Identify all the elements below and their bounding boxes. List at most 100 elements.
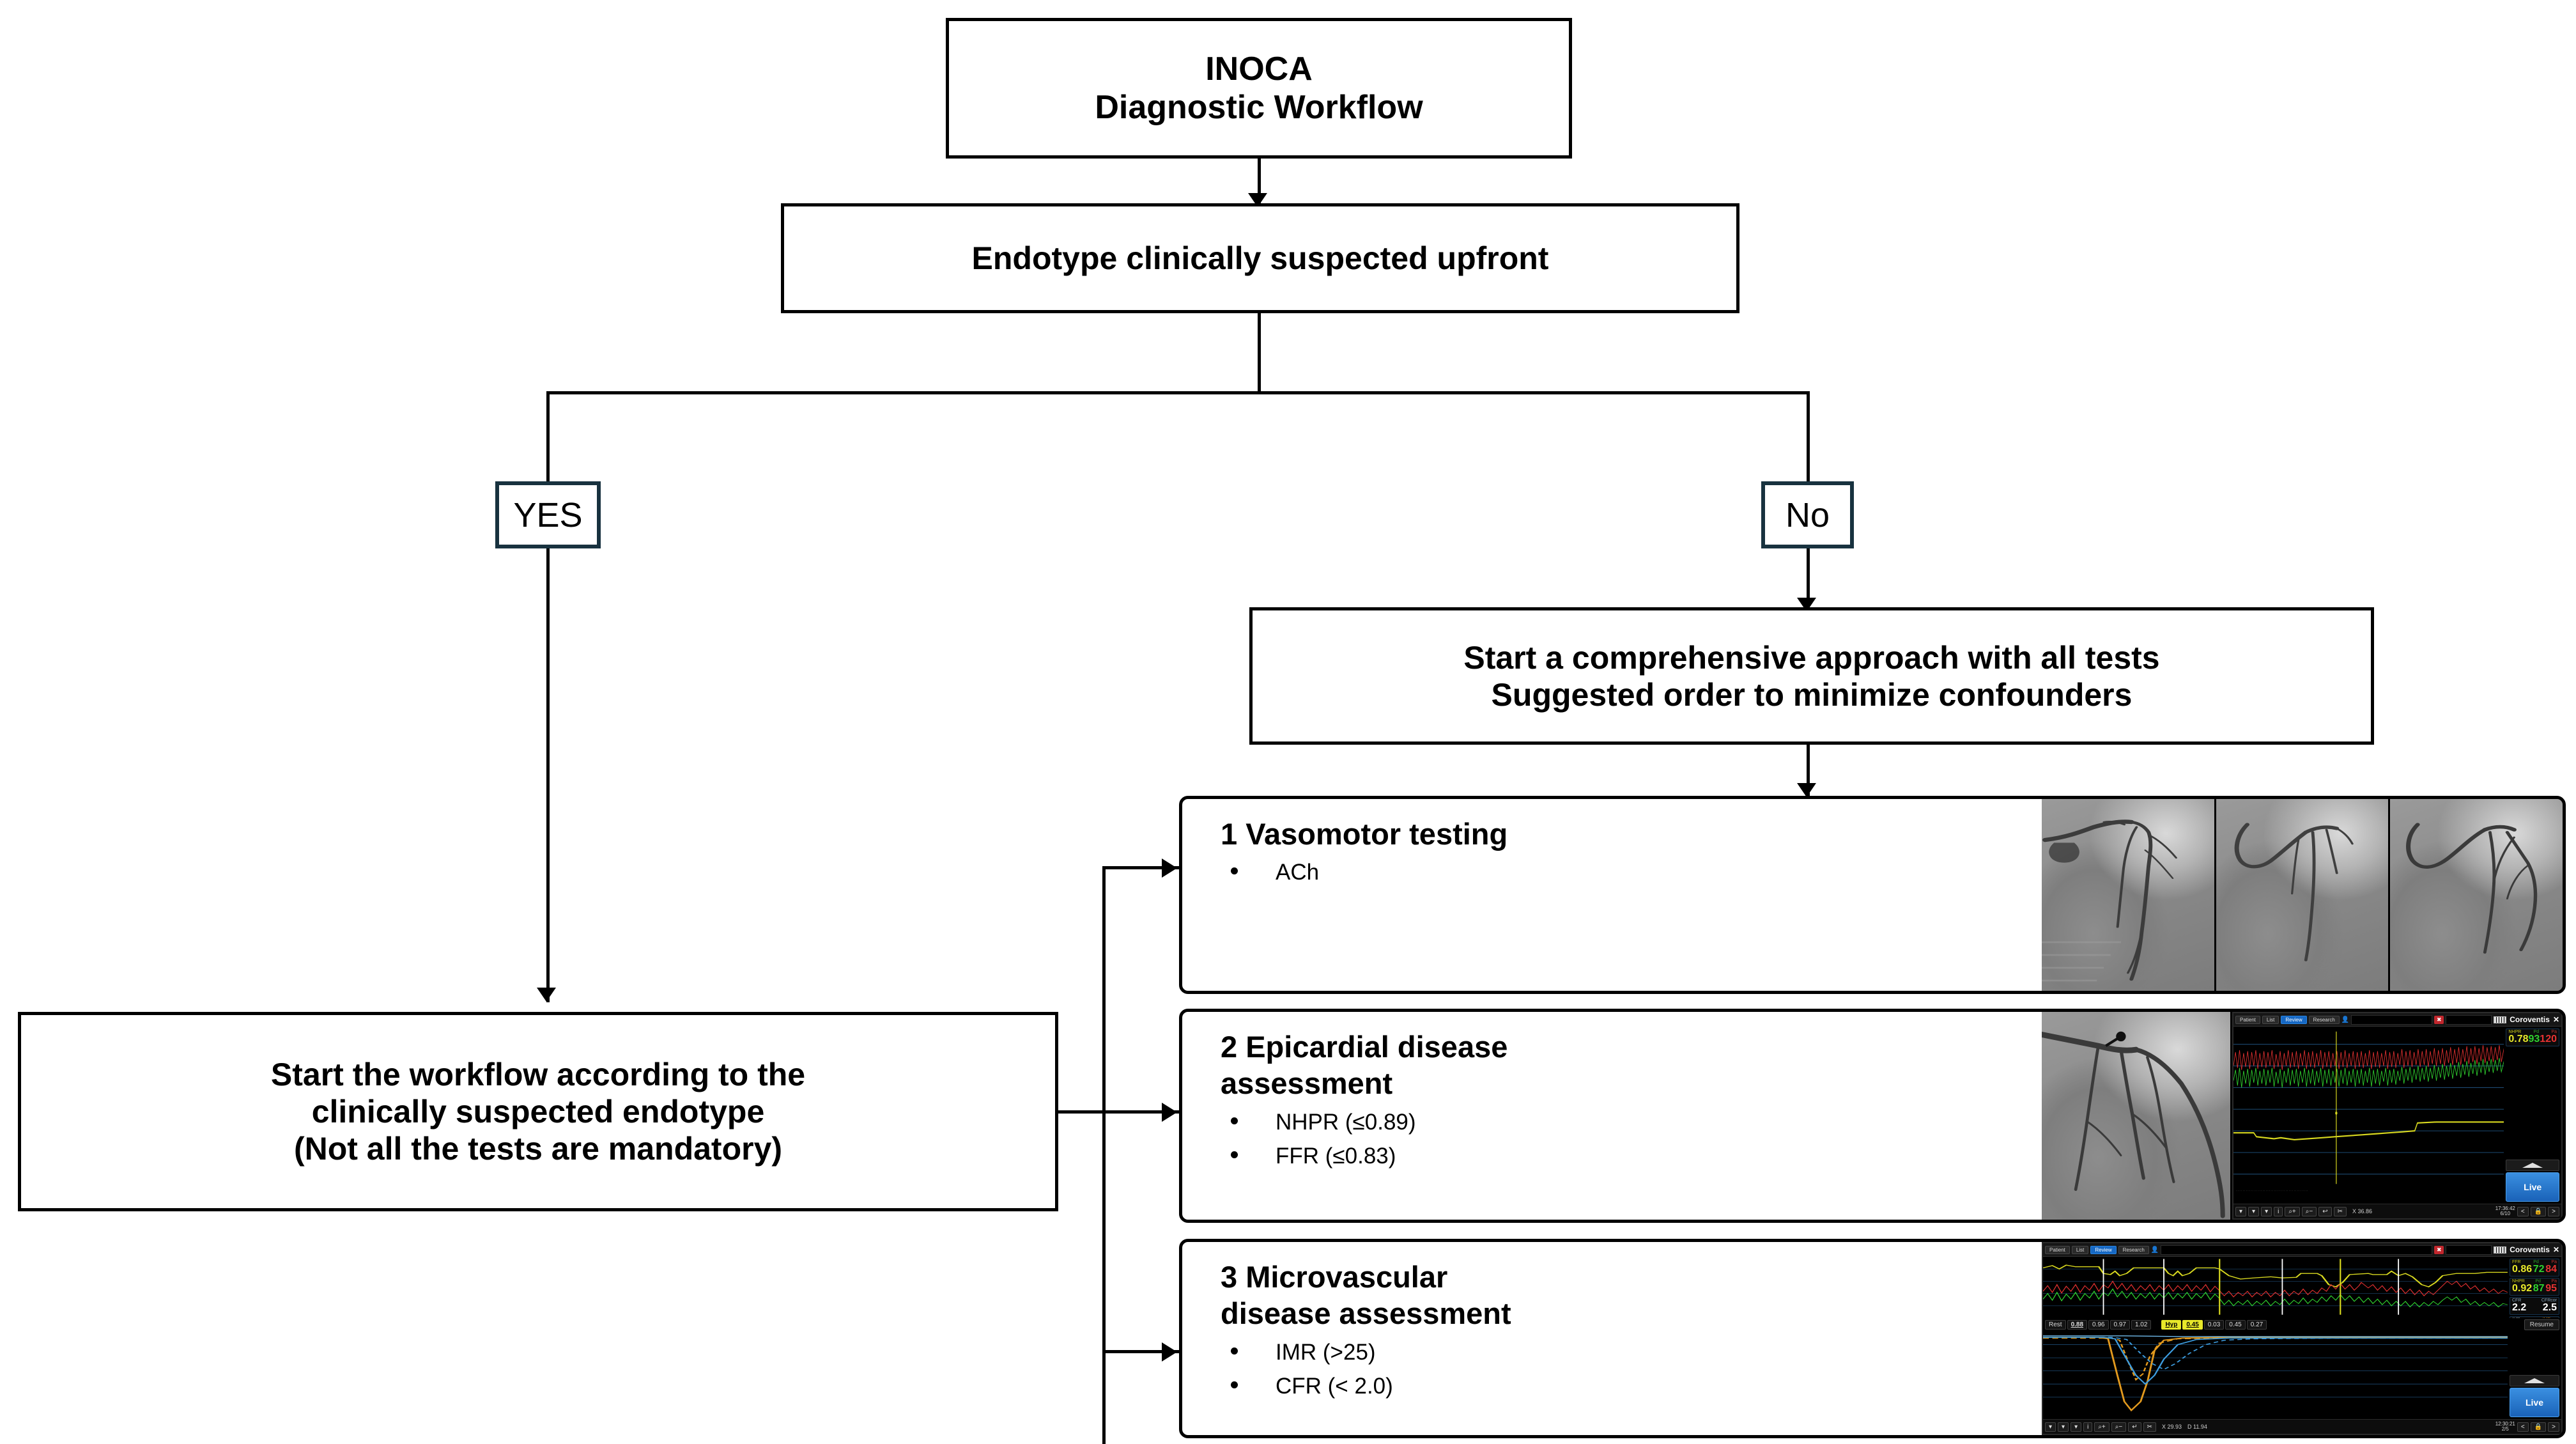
monitor-2-dropdown-1[interactable]: ▾ (2235, 1206, 2247, 1216)
angiogram-panel-1 (2042, 799, 2216, 991)
info-icon[interactable]: i (2083, 1422, 2093, 1432)
stop-recording-icon[interactable]: ✖ (2434, 1015, 2444, 1024)
monitor-2-tab-review[interactable]: Review (2281, 1015, 2307, 1024)
monitor-3-thermodilution-curves (2043, 1331, 2508, 1419)
coroventis-monitor-step2[interactable]: Patient List Review Research 👤 ✖ Coroven… (2232, 1012, 2563, 1220)
readout-value-cfr: 2.2 (2512, 1302, 2527, 1313)
monitor-2-name-field[interactable] (2351, 1014, 2433, 1025)
hyp-value-4[interactable]: 0.27 (2246, 1320, 2267, 1330)
monitor-3-readout-nhpr: NHPR Pd Pa 0.92 87 95 (2510, 1278, 2559, 1296)
battery-icon (2494, 1016, 2507, 1023)
decision-no-label: No (1785, 495, 1830, 534)
readout-value-pa: 120 (2540, 1034, 2557, 1044)
stop-recording-icon[interactable]: ✖ (2434, 1245, 2444, 1254)
connector-trunk-to-step1 (1102, 866, 1179, 869)
monitor-3-transit-time-row: Rest 0.88 0.96 0.97 1.02 Hyp 0.45 0.03 0… (2043, 1318, 2561, 1331)
title-box: INOCA Diagnostic Workflow (946, 18, 1572, 159)
coroventis-monitor-step3[interactable]: Patient List Review Research 👤 ✖ Coroven… (2042, 1242, 2563, 1435)
monitor-2-dropdown-3[interactable]: ▾ (2261, 1206, 2272, 1216)
battery-icon (2494, 1246, 2507, 1254)
prev-icon[interactable]: < (2517, 1422, 2529, 1432)
monitor-2-readout-nhpr: NHPR Pd Pa 0.78 93 120 (2506, 1029, 2559, 1046)
readout-value-pa: 84 (2545, 1264, 2557, 1275)
monitor-3-scale: X 29.93 (2162, 1424, 2182, 1430)
monitor-2-brand: Coroventis ✕ (2494, 1015, 2559, 1024)
hyp-value-1[interactable]: 0.45 (2182, 1320, 2203, 1330)
undo-icon[interactable]: ↵ (2128, 1422, 2141, 1432)
monitor-2-tab-patient[interactable]: Patient (2235, 1015, 2260, 1024)
zoom-out-icon[interactable]: ⌕− (2301, 1206, 2317, 1216)
next-icon[interactable]: > (2548, 1422, 2559, 1432)
monitor-2-footer: ▾ ▾ ▾ i ⌕+ ⌕− ↩ ✂ X 36.86 17:36:42 6/10 … (2233, 1204, 2561, 1218)
rest-value-1[interactable]: 0.88 (2067, 1320, 2088, 1330)
rest-value-3[interactable]: 0.97 (2109, 1320, 2130, 1330)
monitor-3-dropdown-2[interactable]: ▾ (2058, 1422, 2069, 1432)
angiogram-panel-3 (2390, 799, 2563, 991)
cut-icon[interactable]: ✂ (2143, 1422, 2157, 1432)
decision-yes[interactable]: YES (495, 481, 601, 548)
undo-icon[interactable]: ↩ (2318, 1206, 2332, 1216)
close-icon[interactable]: ✕ (2552, 1245, 2559, 1254)
arrow-yes-to-endotype (537, 988, 556, 1002)
zoom-out-icon[interactable]: ⌕− (2111, 1422, 2127, 1432)
monitor-2-dropdown-2[interactable]: ▾ (2248, 1206, 2260, 1216)
readout-value-nhpr: 0.92 (2512, 1283, 2533, 1294)
readout-label-nhpr: NHPR (2512, 1279, 2525, 1284)
monitor-2-tab-list[interactable]: List (2262, 1015, 2279, 1024)
monitor-3-dropdown-1[interactable]: ▾ (2045, 1422, 2056, 1432)
step-1-vasomotor-testing: 1 Vasomotor testing ACh (1179, 796, 2566, 994)
readout-value-ffr: 0.86 (2512, 1264, 2533, 1275)
monitor-3-tab-patient[interactable]: Patient (2045, 1245, 2070, 1254)
readout-label-cfrcor: CFRcor (2541, 1298, 2557, 1303)
connector-trunk-to-step3-lower (1102, 1350, 1179, 1353)
zoom-in-icon[interactable]: ⌕+ (2285, 1206, 2300, 1216)
step-2-media: Patient List Review Research 👤 ✖ Coroven… (2042, 1012, 2563, 1220)
monitor-3-dropdown-3[interactable]: ▾ (2071, 1422, 2082, 1432)
hyp-value-3[interactable]: 0.45 (2225, 1320, 2246, 1330)
step-2-heading: 2 Epicardial disease assessment (1221, 1030, 1508, 1101)
monitor-2-tab-research[interactable]: Research (2308, 1015, 2340, 1024)
monitor-3-tab-review[interactable]: Review (2090, 1245, 2117, 1254)
readout-value-pd: 72 (2533, 1264, 2545, 1275)
monitor-3-tab-research[interactable]: Research (2118, 1245, 2149, 1254)
step-1-text: 1 Vasomotor testing ACh (1182, 799, 2042, 991)
monitor-3-thermodilution-body: Live (2043, 1331, 2561, 1419)
step-3-text: 3 Microvascular disease assessment IMR (… (1182, 1242, 2042, 1435)
question-text: Endotype clinically suspected upfront (971, 240, 1549, 276)
connector-endotype-to-trunk (1058, 1110, 1180, 1114)
monitor-2-body: · · · · · · · · · · · · · · · · · · · · … (2233, 1027, 2561, 1204)
step-2-epicardial-disease-assessment: 2 Epicardial disease assessment NHPR (≤0… (1179, 1009, 2566, 1223)
arrow-to-step1 (1162, 858, 1177, 878)
rest-value-2[interactable]: 0.96 (2088, 1320, 2109, 1330)
rest-value-4[interactable]: 1.02 (2131, 1320, 2152, 1330)
monitor-2-live-button[interactable]: Live (2506, 1172, 2559, 1202)
connector-yes-to-endotype (546, 548, 550, 1002)
scroll-up-icon[interactable] (2506, 1160, 2559, 1171)
readout-value-cfrcor: 2.5 (2542, 1302, 2557, 1313)
info-icon[interactable]: i (2274, 1206, 2283, 1216)
connector-trunk-lower (1102, 866, 1106, 1352)
decision-no[interactable]: No (1761, 481, 1854, 548)
monitor-3-name-field[interactable] (2161, 1245, 2433, 1255)
prev-icon[interactable]: < (2517, 1206, 2529, 1216)
endotype-line-2: clinically suspected endotype (311, 1094, 765, 1130)
monitor-3-tab-list[interactable]: List (2071, 1245, 2089, 1254)
patient-icon: 👤 (2150, 1246, 2159, 1254)
zoom-in-icon[interactable]: ⌕+ (2094, 1422, 2109, 1432)
lock-icon[interactable]: 🔒 (2530, 1206, 2547, 1216)
monitor-2-live-group: Live (2506, 1160, 2559, 1202)
lock-icon[interactable]: 🔒 (2530, 1422, 2547, 1432)
readout-value-pd-2: 87 (2533, 1283, 2545, 1294)
cut-icon[interactable]: ✂ (2333, 1206, 2347, 1216)
resume-button[interactable]: Resume (2524, 1319, 2559, 1330)
endotype-line-1: Start the workflow according to the (270, 1057, 806, 1092)
next-icon[interactable]: > (2548, 1206, 2559, 1216)
monitor-3-live-button[interactable]: Live (2510, 1388, 2559, 1417)
title-line-2: Diagnostic Workflow (1095, 89, 1423, 126)
scroll-up-icon[interactable] (2510, 1375, 2559, 1386)
decision-yes-label: YES (513, 495, 583, 534)
arrow-comprehensive-to-steps (1797, 783, 1816, 797)
close-icon[interactable]: ✕ (2552, 1015, 2559, 1024)
connector-yes-branch (546, 391, 550, 484)
hyp-value-2[interactable]: 0.03 (2203, 1320, 2225, 1330)
